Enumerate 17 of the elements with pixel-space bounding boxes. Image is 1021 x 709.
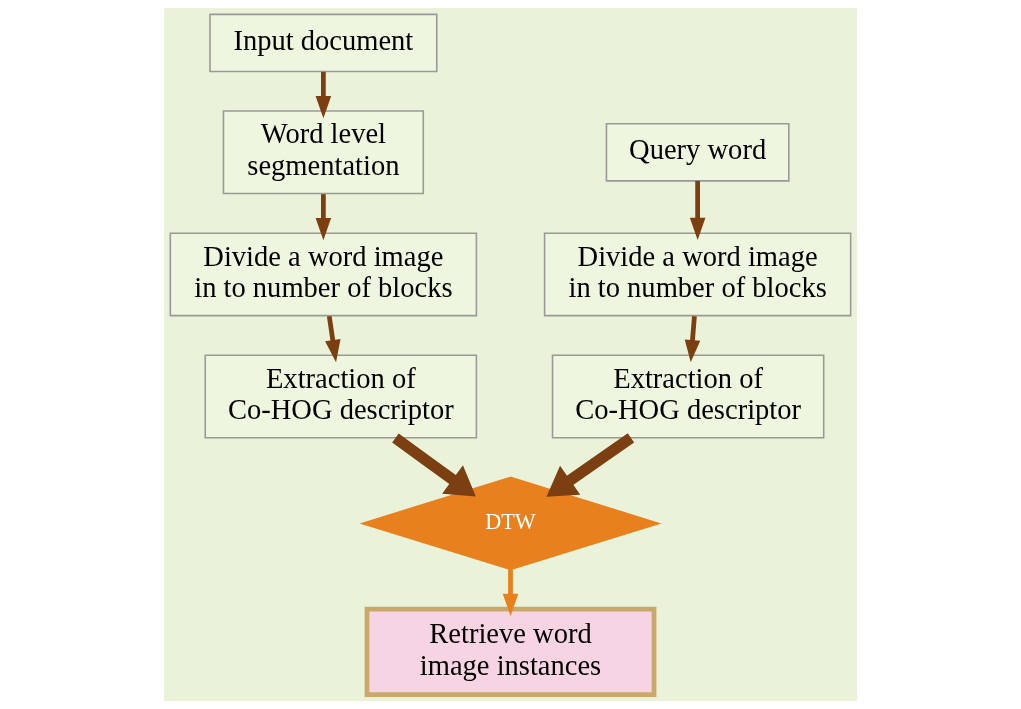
arrow [546,433,635,497]
arrow [315,71,332,119]
node-box: Divide a word image in to number of blocks [543,232,852,317]
node-box: Divide a word image in to number of blocks [169,232,478,317]
node-box: Extraction of Co-HOG descriptor [204,354,478,439]
arrow [315,194,332,241]
node-box: Word level segmentation [222,110,425,195]
arrow [689,180,706,241]
arrow [392,433,476,497]
node-box: Retrieve word image instances [364,606,657,698]
arrow [502,569,519,616]
node-box: Query word [605,122,790,182]
node-box: Extraction of Co-HOG descriptor [551,354,825,439]
arrow [325,315,341,363]
node-box: Input document [209,13,438,73]
arrow [684,316,701,363]
node-diamond: DTW [359,476,662,571]
